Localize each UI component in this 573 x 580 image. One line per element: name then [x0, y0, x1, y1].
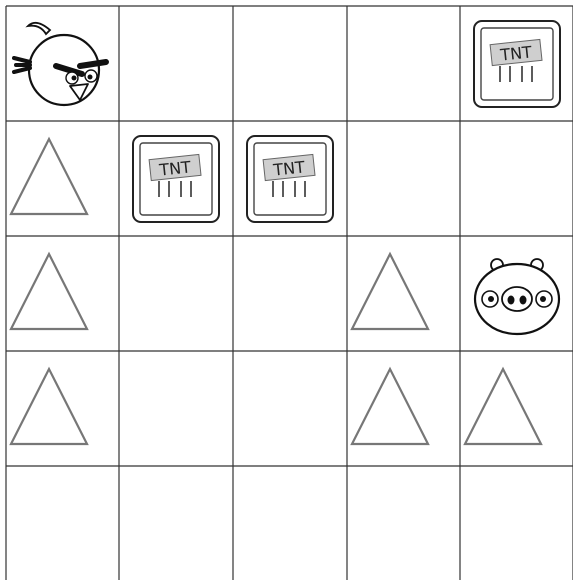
tnt-crate-icon: TNT: [474, 21, 560, 107]
board-cell-r3-c5[interactable]: [460, 236, 573, 351]
tnt-crate-icon: TNT: [133, 136, 219, 222]
board-cell-r3-c4[interactable]: [347, 236, 460, 351]
tnt-label: TNT: [157, 157, 192, 179]
board-cell-r3-c2[interactable]: [119, 236, 233, 351]
tnt-label: TNT: [271, 157, 306, 179]
board-cell-r5-c5[interactable]: [460, 466, 573, 580]
board-cell-r4-c4[interactable]: [347, 351, 460, 466]
board-cell-r5-c3[interactable]: [233, 466, 347, 580]
tnt-crate-icon: TNT: [247, 136, 333, 222]
board-cell-r3-c3[interactable]: [233, 236, 347, 351]
board-cell-r2-c4[interactable]: [347, 121, 460, 236]
board-cell-r4-c5[interactable]: [460, 351, 573, 466]
board-cell-r2-c3[interactable]: TNT: [233, 121, 347, 236]
board-cell-r1-c1[interactable]: [6, 6, 119, 121]
board-cell-r4-c3[interactable]: [233, 351, 347, 466]
board-cell-r2-c5[interactable]: [460, 121, 573, 236]
board-cell-r5-c4[interactable]: [347, 466, 460, 580]
board-cell-r5-c1[interactable]: [6, 466, 119, 580]
board-cell-r2-c1[interactable]: [6, 121, 119, 236]
board-cell-r1-c4[interactable]: [347, 6, 460, 121]
board-cell-r4-c1[interactable]: [6, 351, 119, 466]
tnt-label: TNT: [498, 42, 533, 64]
board-cell-r5-c2[interactable]: [119, 466, 233, 580]
board-cell-r4-c2[interactable]: [119, 351, 233, 466]
board-cell-r2-c2[interactable]: TNT: [119, 121, 233, 236]
board-cell-r1-c2[interactable]: [119, 6, 233, 121]
board-cell-r1-c5[interactable]: TNT: [460, 6, 573, 121]
board-cell-r3-c1[interactable]: [6, 236, 119, 351]
board-cell-r1-c3[interactable]: [233, 6, 347, 121]
